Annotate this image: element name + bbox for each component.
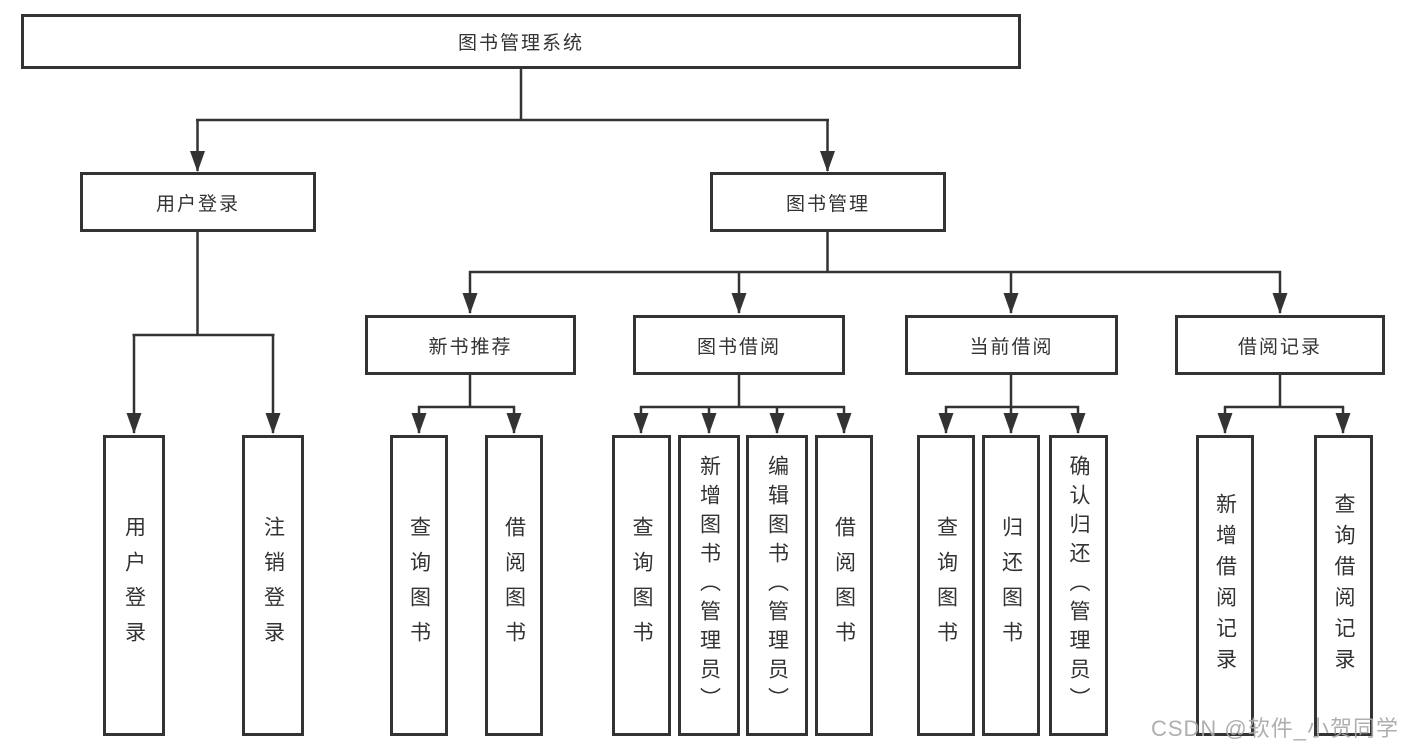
node-label: 图书管理: [785, 193, 870, 215]
node-label: 注销登录: [261, 515, 285, 656]
node-label: 用户登录: [122, 515, 146, 656]
node-book-borrow: 图书借阅: [633, 315, 845, 375]
node-label: 图书管理系统: [457, 33, 584, 54]
node-label: 新书推荐: [428, 336, 513, 358]
node-user-login-branch: 用户登录: [80, 172, 316, 232]
watermark-csdn: CSDN @软件_小贺同学: [1150, 716, 1399, 741]
node-leaf-bb-edit-books-admin: 编辑图书（管理员）: [746, 435, 808, 736]
node-new-book-recommend: 新书推荐: [365, 315, 576, 375]
node-label: 图书借阅: [696, 336, 781, 358]
node-current-borrow: 当前借阅: [905, 315, 1118, 375]
node-label: 查询图书: [630, 515, 653, 656]
node-label: 查询图书: [407, 515, 431, 656]
node-leaf-bb-query-books: 查询图书: [612, 435, 671, 736]
node-label: 当前借阅: [969, 336, 1054, 358]
node-label: 查询借阅记录: [1332, 492, 1355, 679]
node-label: 确认归还（管理员）: [1067, 455, 1090, 716]
node-label: 借阅图书: [502, 515, 526, 656]
node-label: 用户登录: [155, 193, 240, 215]
node-leaf-user-login: 用户登录: [103, 435, 165, 736]
node-label: 借阅图书: [832, 515, 856, 656]
node-label: 归还图书: [999, 515, 1023, 656]
node-label: 编辑图书（管理员）: [765, 455, 789, 716]
node-leaf-br-add-record: 新增借阅记录: [1196, 435, 1254, 736]
node-library-system: 图书管理系统: [21, 14, 1021, 69]
node-leaf-cb-return-books: 归还图书: [982, 435, 1040, 736]
node-leaf-br-query-record: 查询借阅记录: [1314, 435, 1373, 736]
node-label: 查询图书: [934, 515, 958, 656]
node-book-management: 图书管理: [710, 172, 946, 232]
node-leaf-logout-login: 注销登录: [242, 435, 304, 736]
node-borrow-records: 借阅记录: [1175, 315, 1385, 375]
node-leaf-bb-borrow-books: 借阅图书: [815, 435, 873, 736]
node-leaf-bb-add-books-admin: 新增图书（管理员）: [678, 435, 740, 736]
node-leaf-cb-query-books: 查询图书: [917, 435, 975, 736]
node-label: 借阅记录: [1237, 336, 1322, 358]
node-leaf-nbr-query-books: 查询图书: [390, 435, 448, 736]
node-leaf-nbr-borrow-books: 借阅图书: [485, 435, 543, 736]
node-label: 新增图书（管理员）: [697, 455, 721, 716]
node-leaf-cb-confirm-return-admin: 确认归还（管理员）: [1049, 435, 1108, 736]
node-label: 新增借阅记录: [1213, 492, 1237, 679]
